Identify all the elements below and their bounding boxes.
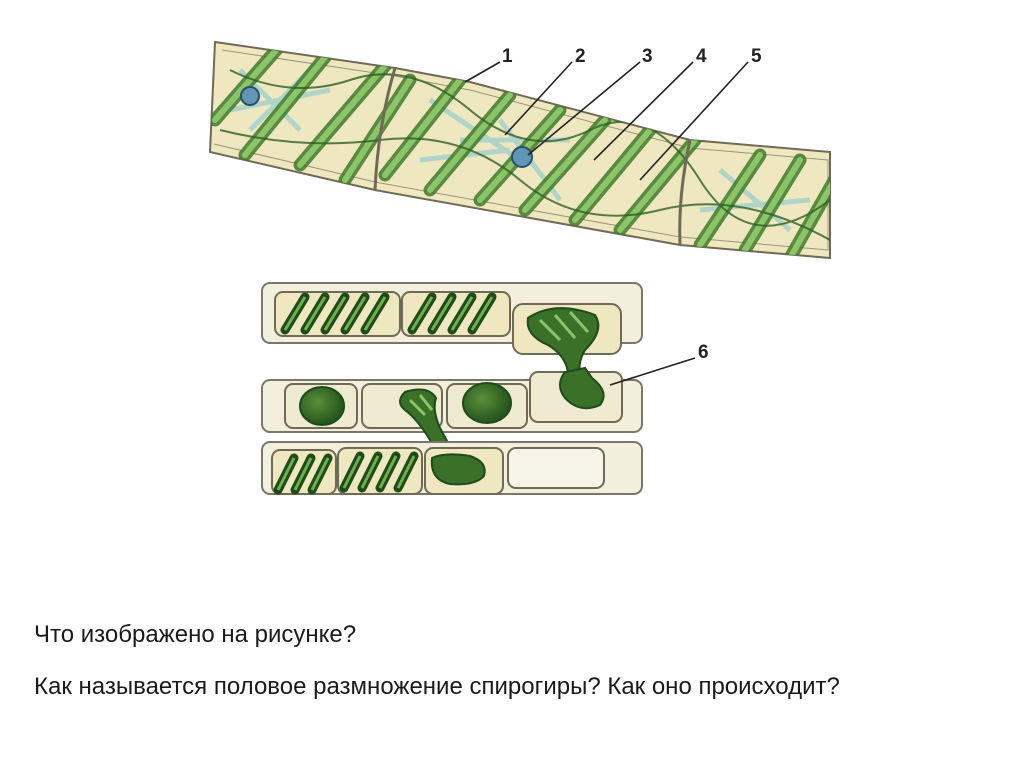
conjugation-filaments	[261, 282, 643, 495]
cell-wall	[678, 139, 692, 246]
nucleus	[240, 86, 260, 106]
label-1: 1	[502, 46, 513, 67]
label-5: 5	[751, 46, 762, 67]
migrating-protoplast	[559, 366, 605, 410]
spirogyra-filament	[208, 40, 831, 260]
question-2: Как называется половое размножение спиро…	[34, 673, 840, 700]
question-1: Что изображено на рисунке?	[34, 621, 357, 648]
chloroplast-spirals	[210, 42, 830, 258]
migrating-protoplast	[430, 453, 486, 486]
label-leaders	[464, 61, 749, 386]
zygote	[462, 382, 512, 424]
label-2: 2	[575, 46, 586, 67]
nucleus	[511, 146, 533, 168]
label-6: 6	[698, 342, 709, 363]
migrating-protoplast	[526, 307, 600, 373]
label-3: 3	[642, 46, 653, 67]
spirogyra-diagram: 1 2 3 4 5 6	[208, 40, 831, 495]
label-4: 4	[696, 46, 707, 67]
cell-wall	[373, 67, 397, 191]
zygote	[299, 386, 345, 426]
chloroplast-spirals-light	[283, 296, 494, 331]
